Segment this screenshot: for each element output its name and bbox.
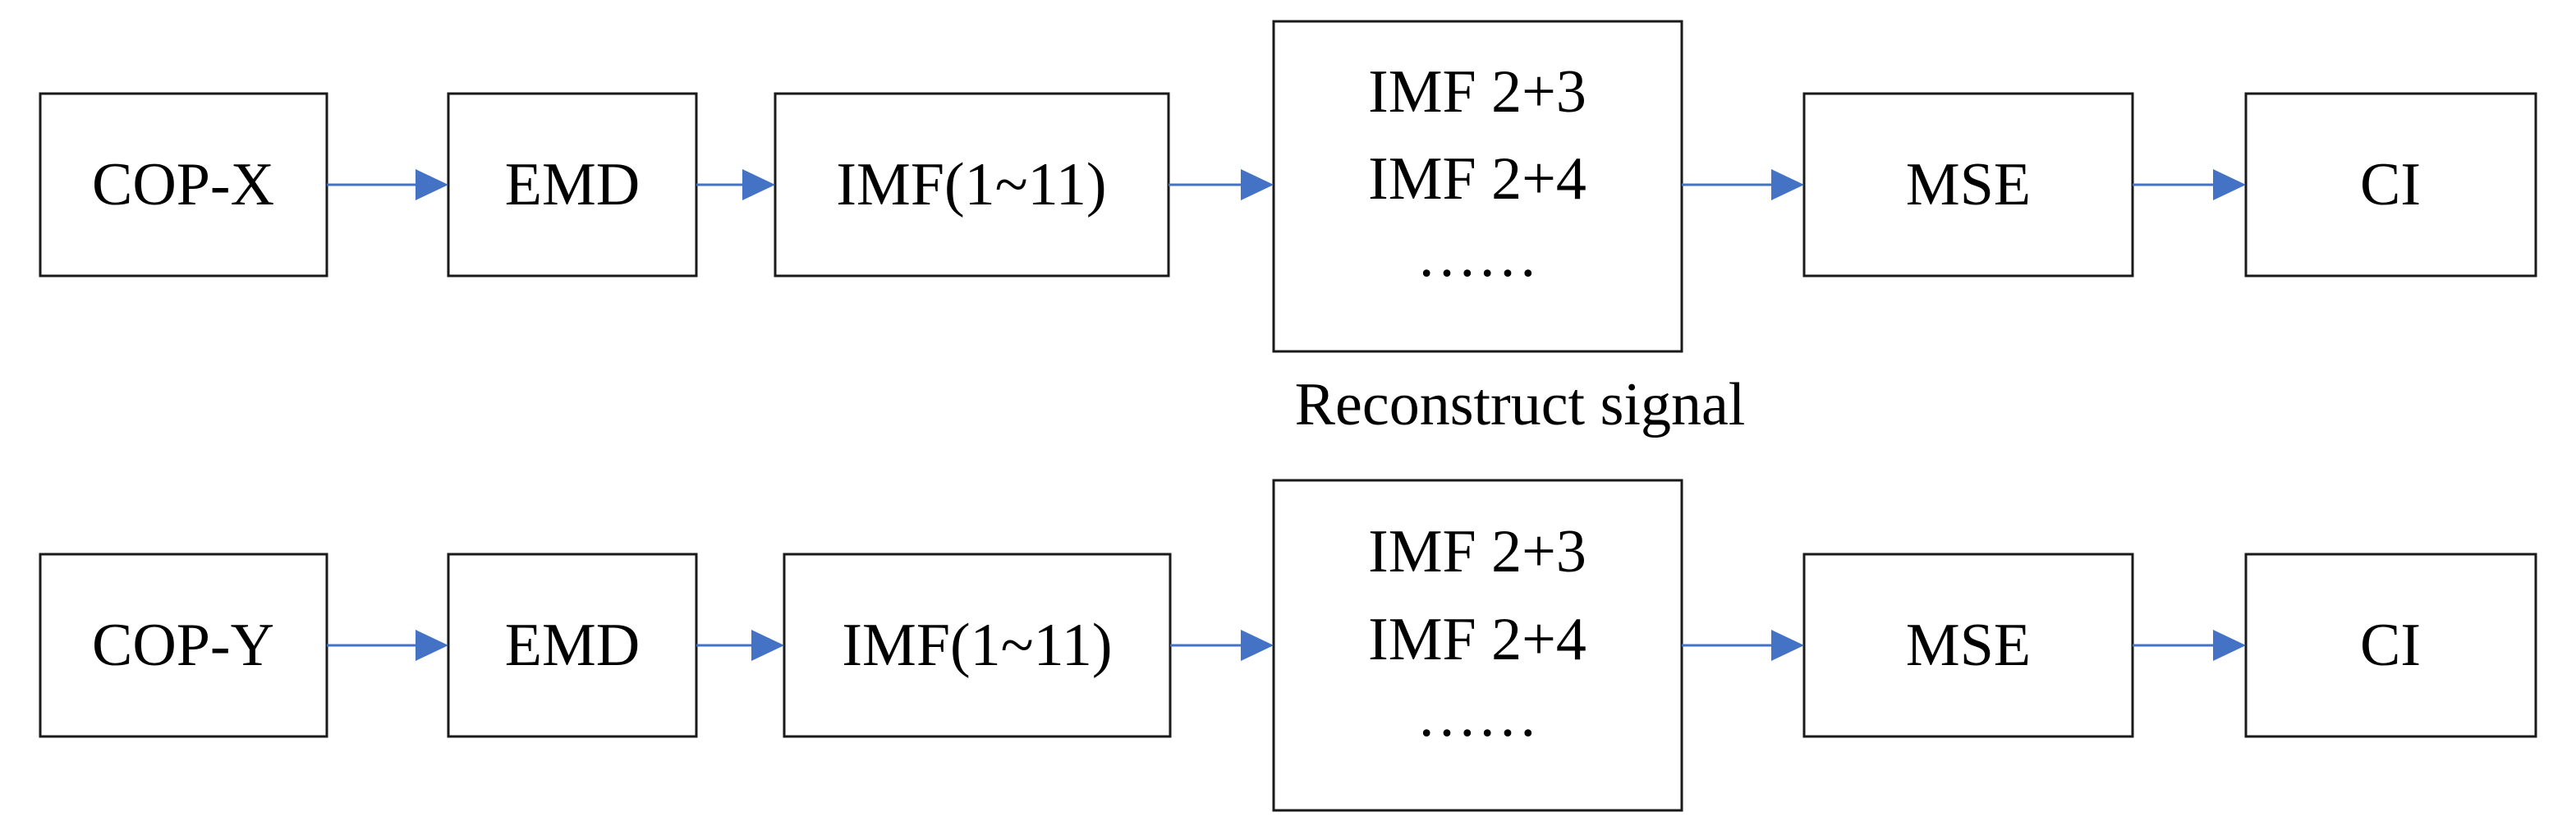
imf-range-box-y bbox=[783, 553, 1172, 738]
ci-label-y: CI bbox=[2360, 612, 2421, 679]
arrow-emd-to-imf-y bbox=[696, 630, 784, 661]
row-cop-y: COP-Y EMD IMF(1~11) IMF 2+3 IMF 2+4 …… M… bbox=[39, 479, 2537, 812]
arrow-imf-to-reconstruct-y bbox=[1170, 630, 1274, 661]
ci-box-y bbox=[2244, 553, 2537, 738]
mse-label-x: MSE bbox=[1906, 151, 2031, 218]
reconstruct-line-1-y: IMF 2+3 bbox=[1368, 518, 1586, 585]
reconstruct-line-2-y: IMF 2+4 bbox=[1368, 606, 1586, 673]
arrow-cop-y-to-emd bbox=[327, 630, 448, 661]
mse-box-x bbox=[1802, 92, 2134, 278]
cop-x-label: COP-X bbox=[92, 151, 274, 218]
ci-box-x bbox=[2244, 92, 2537, 278]
arrow-emd-to-imf-x bbox=[696, 169, 775, 200]
arrow-imf-to-reconstruct-x bbox=[1169, 169, 1274, 200]
reconstruct-box-y bbox=[1272, 479, 1683, 812]
reconstruct-line-1-x: IMF 2+3 bbox=[1368, 58, 1586, 126]
reconstruct-signal-caption: Reconstruct signal bbox=[1295, 371, 1746, 438]
arrow-cop-x-to-emd bbox=[327, 169, 448, 200]
row-cop-x: COP-X EMD IMF(1~11) IMF 2+3 IMF 2+4 …… M… bbox=[39, 20, 2537, 353]
emd-box-x bbox=[447, 92, 698, 278]
imf-range-box-x bbox=[774, 92, 1170, 278]
emd-label-x: EMD bbox=[505, 151, 640, 218]
arrow-reconstruct-to-mse-y bbox=[1682, 630, 1804, 661]
imf-range-label-y: IMF(1~11) bbox=[842, 612, 1112, 679]
cop-y-label: COP-Y bbox=[92, 612, 274, 679]
arrow-mse-to-ci-y bbox=[2133, 630, 2246, 661]
imf-range-label-x: IMF(1~11) bbox=[836, 151, 1106, 218]
reconstruct-box-x bbox=[1272, 20, 1683, 353]
arrow-mse-to-ci-x bbox=[2133, 169, 2246, 200]
cop-y-box bbox=[39, 553, 328, 738]
emd-label-y: EMD bbox=[505, 612, 640, 679]
reconstruct-line-3-y: …… bbox=[1417, 682, 1538, 750]
reconstruct-line-2-x: IMF 2+4 bbox=[1368, 145, 1586, 213]
mse-label-y: MSE bbox=[1906, 612, 2031, 679]
mse-box-y bbox=[1802, 553, 2134, 738]
reconstruct-line-3-x: …… bbox=[1417, 223, 1538, 290]
arrow-reconstruct-to-mse-x bbox=[1682, 169, 1804, 200]
ci-label-x: CI bbox=[2360, 151, 2421, 218]
cop-x-box bbox=[39, 92, 328, 278]
